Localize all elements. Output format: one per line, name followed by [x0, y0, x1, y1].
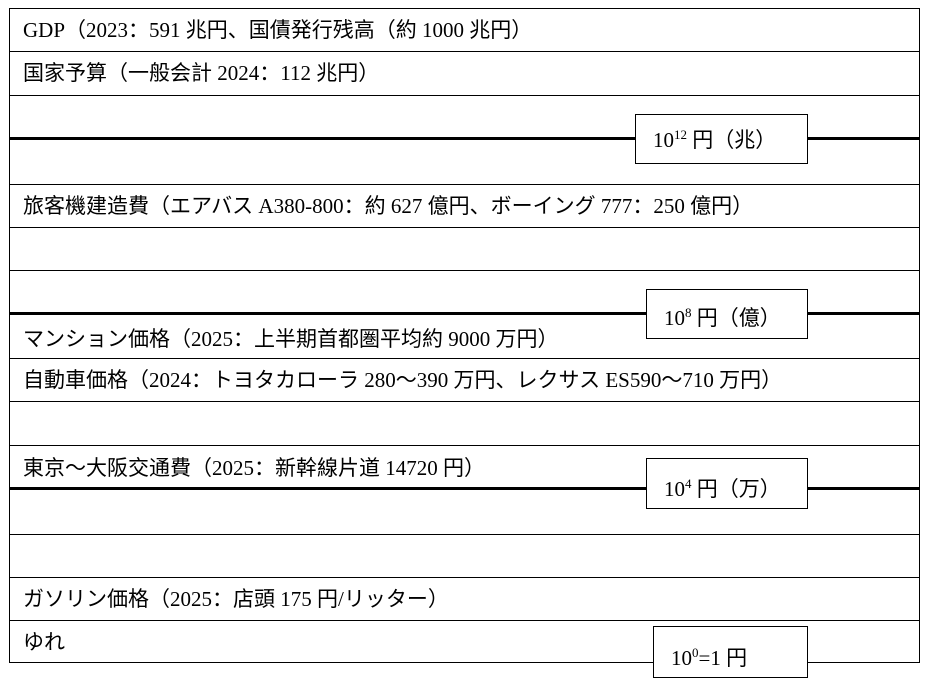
scale-divider	[10, 487, 919, 490]
unit-exponent: 8	[685, 305, 692, 320]
unit-text: =1 円	[698, 646, 748, 670]
unit-exponent: 12	[674, 127, 687, 142]
scale-divider	[10, 137, 919, 140]
table-row	[10, 270, 919, 314]
table-row	[10, 401, 919, 445]
scale-divider	[10, 312, 919, 315]
unit-exponent: 0	[692, 645, 699, 660]
table-row: ガソリン価格（2025：店頭 175 円/リッター）	[10, 577, 919, 620]
table-row: 国家予算（一般会計 2024：112 兆円）	[10, 51, 919, 95]
unit-text: 円（億）	[696, 306, 781, 330]
table-row: GDP（2023：591 兆円、国債発行残高（約 1000 兆円）	[23, 18, 533, 42]
table-row: 旅客機建造費（エアバス A380-800：約 627 億円、ボーイング 777：…	[10, 184, 919, 227]
unit-label-hundred-million: 108 円（億）	[646, 289, 808, 339]
unit-label-ten-thousand: 104 円（万）	[646, 458, 808, 509]
unit-text: 円（万）	[696, 477, 781, 501]
unit-base: 10	[671, 646, 692, 670]
table-row	[10, 534, 919, 577]
money-scale-table: GDP（2023：591 兆円、国債発行残高（約 1000 兆円） 国家予算（一…	[9, 8, 920, 663]
unit-base: 10	[664, 477, 685, 501]
unit-label-trillion: 1012 円（兆）	[635, 114, 808, 164]
unit-text: 円（兆）	[692, 128, 777, 152]
table-row: 東京～大阪交通費（2025：新幹線片道 14720 円）	[10, 445, 919, 489]
unit-label-one-yen: 100=1 円	[653, 626, 808, 678]
unit-base: 10	[664, 306, 685, 330]
table-row: ゆれ	[10, 620, 919, 662]
table-row	[10, 227, 919, 270]
unit-base: 10	[653, 128, 674, 152]
table-row	[10, 95, 919, 139]
unit-exponent: 4	[685, 476, 692, 491]
table-row: マンション価格（2025：上半期首都圏平均約 9000 万円）	[23, 327, 559, 351]
table-row: 自動車価格（2024：トヨタカローラ 280～390 万円、レクサス ES590…	[10, 358, 919, 401]
